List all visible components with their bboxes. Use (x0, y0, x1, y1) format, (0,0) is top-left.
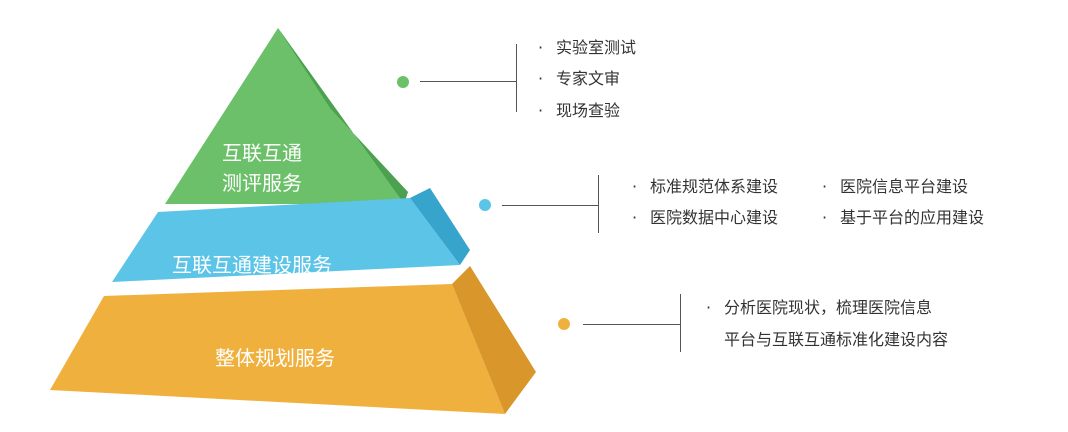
tier-bottom-item-2: 平台与互联互通标准化建设内容 (724, 330, 948, 350)
item-text: 专家文审 (556, 69, 621, 88)
bullet-5: · (822, 177, 828, 196)
item-text: 医院信息平台建设 (840, 177, 969, 196)
item-text: 平台与互联互通标准化建设内容 (724, 330, 949, 349)
tier-middle-item-4: · 基于平台的应用建设 (822, 208, 984, 228)
item-text: 分析医院现状，梳理医院信息 (724, 298, 933, 317)
bullet-2: · (538, 69, 544, 88)
item-text: 现场查验 (556, 101, 621, 120)
tier-bottom-side-face (452, 266, 536, 414)
tier-top-item-1: · 实验室测试 (538, 38, 636, 58)
tier-middle-connector-dot (479, 199, 491, 211)
tier-middle-bracket (598, 175, 599, 233)
tier-bottom-label: 整体规划服务 (215, 346, 335, 370)
tier-top-label: 互联互通 测评服务 (222, 138, 302, 198)
bullet-1: · (538, 38, 544, 57)
tier-bottom-connector-dot (558, 318, 570, 330)
bullet-4: · (632, 177, 638, 196)
tier-top-item-2: · 专家文审 (538, 69, 620, 89)
tier-top-side-face (278, 28, 408, 204)
tier-bottom-connector-line (583, 324, 680, 325)
tier-top-item-3: · 现场查验 (538, 101, 620, 121)
tier-middle-side-face (410, 188, 470, 265)
tier-middle-front-face (112, 198, 460, 282)
tier-top-connector-line (420, 81, 516, 82)
tier-middle-item-1: · 标准规范体系建设 (632, 177, 778, 197)
tier-top-front-face (165, 28, 404, 204)
tier-middle-item-2: · 医院信息平台建设 (822, 177, 968, 197)
tier-top-connector-dot (397, 76, 409, 88)
bullet-6: · (632, 208, 638, 227)
tier-top-label-line-2: 测评服务 (222, 171, 302, 195)
tier-top-label-line-1: 互联互通 (222, 141, 302, 165)
item-text: 实验室测试 (556, 38, 637, 57)
tier-middle-label: 互联互通建设服务 (172, 253, 332, 277)
item-text: 基于平台的应用建设 (840, 208, 985, 227)
tier-bottom-front-face (50, 284, 505, 414)
bullet-8: · (706, 298, 712, 317)
tier-bottom-bracket (680, 294, 681, 352)
tier-top-bracket (516, 44, 517, 112)
item-text: 标准规范体系建设 (650, 177, 779, 196)
item-text: 医院数据中心建设 (650, 208, 779, 227)
bullet-7: · (822, 208, 828, 227)
tier-middle-connector-line (502, 205, 598, 206)
bullet-3: · (538, 101, 544, 120)
tier-middle-item-3: · 医院数据中心建设 (632, 208, 778, 228)
tier-bottom-item-1: · 分析医院现状，梳理医院信息 (706, 298, 932, 318)
